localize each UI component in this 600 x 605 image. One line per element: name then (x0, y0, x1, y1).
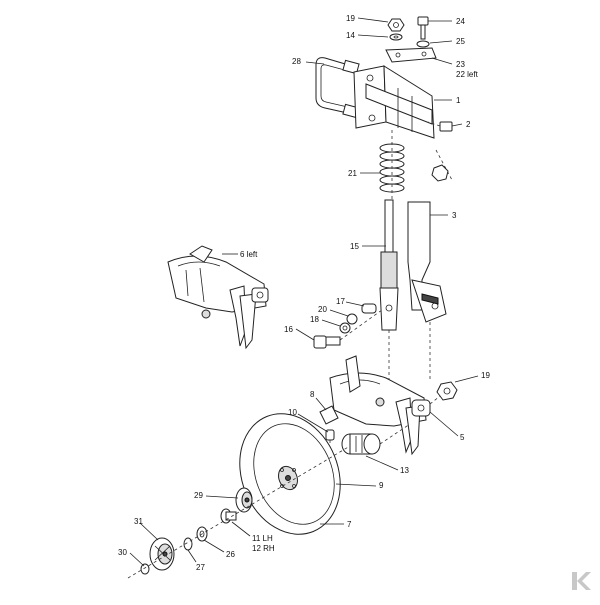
washer-18 (339, 322, 351, 334)
rod-15 (379, 199, 399, 331)
callout-21: 21 (348, 169, 357, 178)
callout-1: 1 (456, 96, 461, 105)
callout-10: 10 (288, 408, 297, 417)
callout-labels: 19 14 24 25 23 22 left 28 1 2 21 3 15 6 … (118, 14, 490, 572)
callout-30: 30 (118, 548, 127, 557)
u-bolt-28 (315, 57, 360, 119)
callout-12-rh: 12 RH (252, 544, 275, 553)
callout-11-lh: 11 LH (252, 534, 273, 543)
callout-13: 13 (400, 466, 409, 475)
washer-30 (140, 563, 150, 575)
callout-20: 20 (318, 305, 327, 314)
callout-31: 31 (134, 517, 143, 526)
callout-22-left: 22 left (456, 70, 479, 79)
nut-right-upper (431, 164, 449, 182)
washer-20 (346, 313, 358, 325)
bushing-17 (361, 303, 377, 314)
callout-6-left: 6 left (240, 250, 258, 259)
callout-28: 28 (292, 57, 301, 66)
housing-5 (329, 355, 431, 456)
housing-6-left (167, 245, 269, 350)
callout-2: 2 (466, 120, 471, 129)
callout-16: 16 (284, 325, 293, 334)
bracket-1 (353, 65, 435, 139)
callout-19-right: 19 (481, 371, 490, 380)
hub-13 (341, 433, 381, 455)
callout-19-top: 19 (346, 14, 355, 23)
callout-24: 24 (456, 17, 465, 26)
callout-18: 18 (310, 315, 319, 324)
arm-3 (407, 201, 447, 323)
callout-5: 5 (460, 433, 465, 442)
plate-8 (319, 405, 339, 425)
callout-27: 27 (196, 563, 205, 572)
callout-9: 9 (379, 481, 384, 490)
callout-26: 26 (226, 550, 235, 559)
nut-19-right (436, 381, 458, 401)
spring-21 (379, 130, 405, 200)
flange-29 (235, 487, 253, 513)
callout-8: 8 (310, 390, 315, 399)
bolt-2 (427, 121, 453, 132)
callout-23: 23 (456, 60, 465, 69)
disc-7 (239, 413, 341, 535)
cap-31 (149, 537, 175, 571)
leader-lines (129, 17, 479, 567)
callout-17: 17 (336, 297, 345, 306)
bolt-11-12 (220, 508, 237, 524)
callout-15: 15 (350, 242, 359, 251)
plate-23 (385, 47, 437, 63)
callout-25: 25 (456, 37, 465, 46)
callout-14: 14 (346, 31, 355, 40)
nut-19-top (387, 18, 405, 32)
washer-14 (389, 33, 403, 41)
bolt-16 (313, 335, 341, 349)
k-logo-icon (572, 572, 591, 590)
bolt-24 (417, 16, 429, 40)
callout-29: 29 (194, 491, 203, 500)
callout-3: 3 (452, 211, 457, 220)
washer-25 (416, 40, 430, 48)
callout-7: 7 (347, 520, 352, 529)
